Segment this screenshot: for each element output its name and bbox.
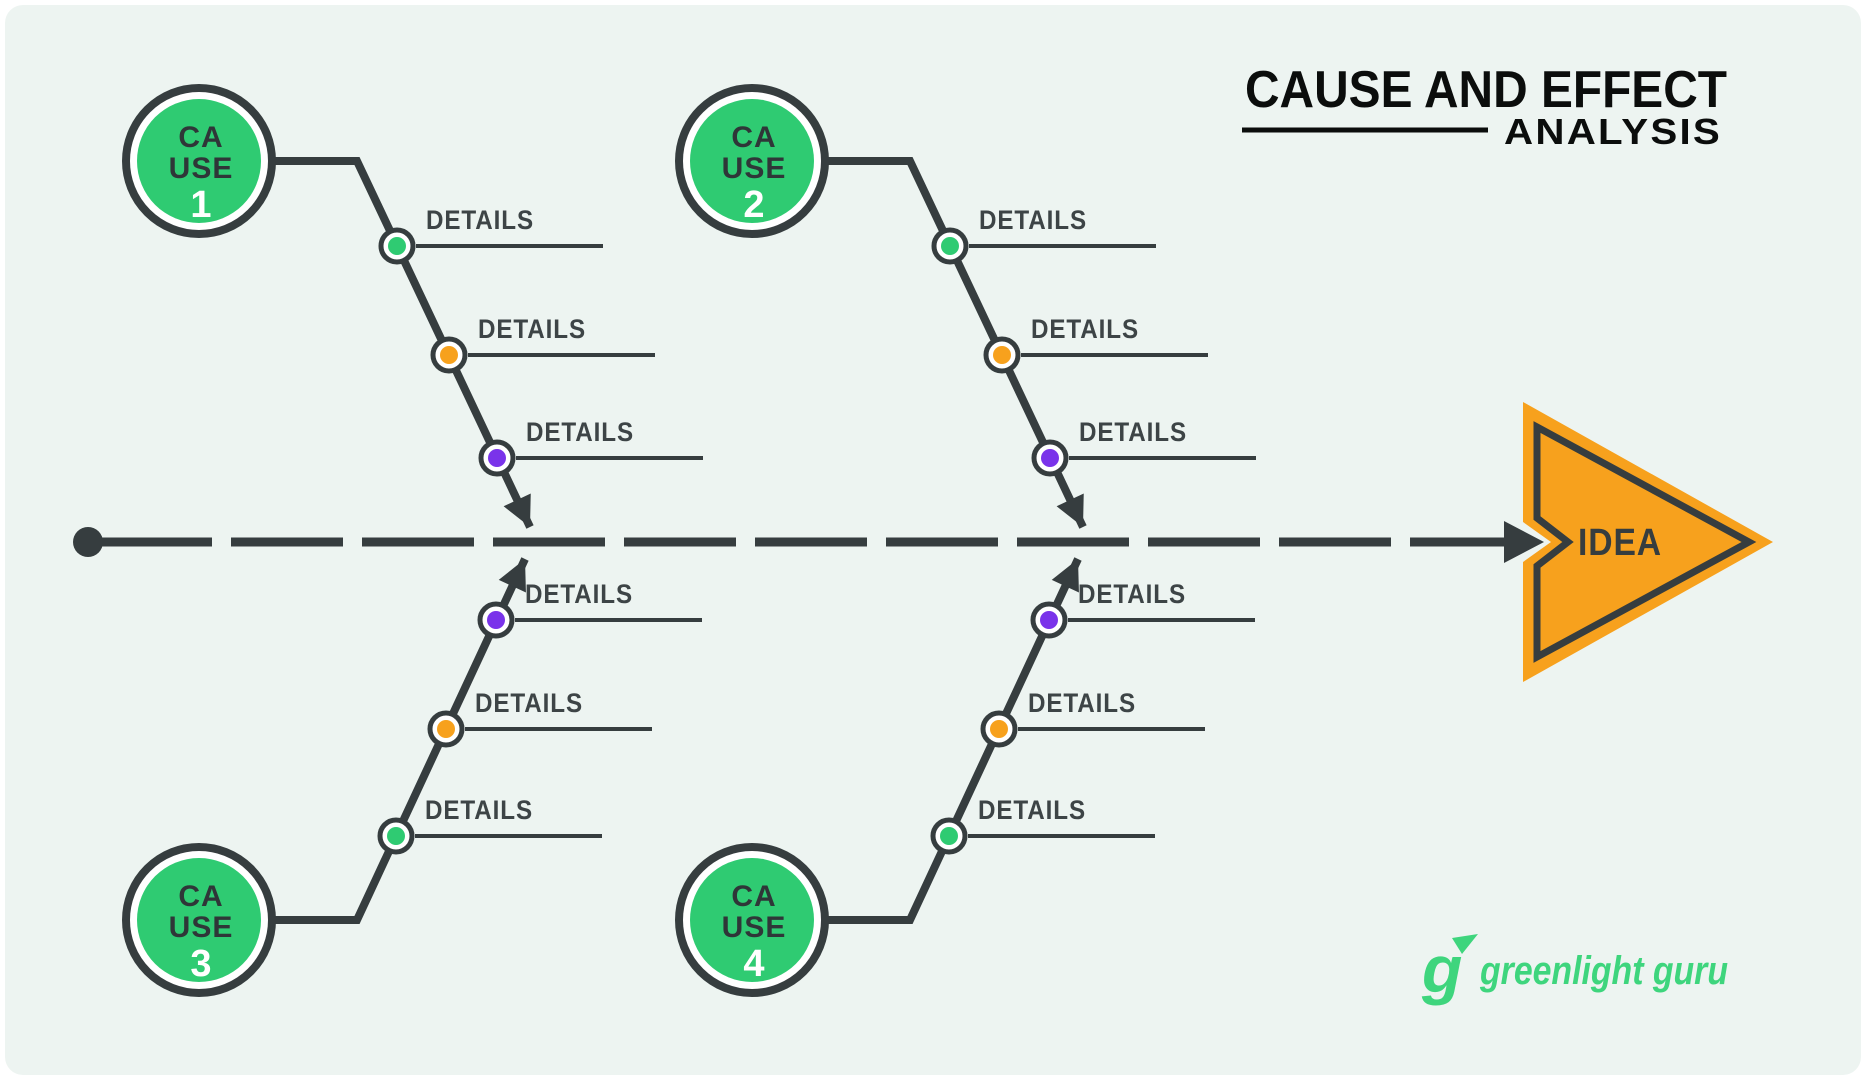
idea-label: IDEA [1578,522,1662,564]
branch-line [802,157,1087,529]
detail-label: DETAILS [1078,579,1186,609]
idea-triangle-inner-outline [1533,421,1757,663]
spine-arrowhead [1504,521,1544,563]
cause-number: 2 [743,184,764,226]
detail-item: DETAILS [378,205,603,265]
detail-dot-green [941,237,959,255]
detail-label: DETAILS [526,417,634,447]
cause-circle-fill [690,858,814,982]
detail-item: DETAILS [980,688,1205,748]
detail-dot-orange [437,720,455,738]
detail-label: DETAILS [478,314,586,344]
cause-word-line1: CA [178,121,223,154]
detail-label: DETAILS [979,205,1087,235]
detail-dot-green [388,237,406,255]
cause-word-line1: CA [178,880,223,913]
logo: g greenlight guru [1421,932,1728,1006]
detail-item: DETAILS [983,314,1208,374]
detail-label: DETAILS [1031,314,1139,344]
detail-item: DETAILS [930,795,1155,855]
cause-word-line1: CA [731,121,776,154]
cause-number: 4 [743,943,764,985]
cause-word-line2: USE [169,152,234,185]
detail-dot-purple [1041,449,1059,467]
logo-wordmark: greenlight guru [1479,949,1728,993]
detail-dot-purple [1040,611,1058,629]
detail-item: DETAILS [1031,417,1256,477]
detail-label: DETAILS [1079,417,1187,447]
detail-label: DETAILS [426,205,534,235]
cause-word-line2: USE [722,152,787,185]
branch-line [802,557,1082,924]
cause-word-line2: USE [722,911,787,944]
logo-arrow-icon [1452,934,1478,954]
detail-label: DETAILS [1028,688,1136,718]
detail-dot-orange [440,346,458,364]
branch-line [249,557,529,924]
detail-item: DETAILS [427,688,652,748]
cause-number: 1 [190,184,211,226]
spine [73,521,1544,563]
detail-item: DETAILS [931,205,1156,265]
logo-g-icon: g [1421,932,1462,1006]
detail-dot-purple [488,449,506,467]
page-title: CAUSE AND EFFECT [1245,61,1727,119]
detail-item: DETAILS [478,417,703,477]
header: CAUSE AND EFFECT ANALYSIS [1242,61,1727,152]
detail-dot-green [940,827,958,845]
idea-triangle [1523,402,1773,682]
detail-label: DETAILS [425,795,533,825]
detail-label: DETAILS [978,795,1086,825]
page-subtitle: ANALYSIS [1504,111,1722,152]
cause-circle-fill [690,99,814,223]
effect-arrow: IDEA [1523,402,1773,682]
detail-dot-orange [993,346,1011,364]
cause-word-line1: CA [731,880,776,913]
detail-dot-orange [990,720,1008,738]
detail-dot-green [387,827,405,845]
detail-dot-purple [487,611,505,629]
cause-word-line2: USE [169,911,234,944]
cause-circle-fill [137,858,261,982]
detail-item: DETAILS [377,795,602,855]
detail-item: DETAILS [430,314,655,374]
branch-line [249,157,534,529]
spine-start-dot [73,527,103,557]
cause-number: 3 [190,943,211,985]
cause-circle-fill [137,99,261,223]
detail-item: DETAILS [1030,579,1255,639]
detail-label: DETAILS [525,579,633,609]
detail-item: DETAILS [477,579,702,639]
detail-label: DETAILS [475,688,583,718]
